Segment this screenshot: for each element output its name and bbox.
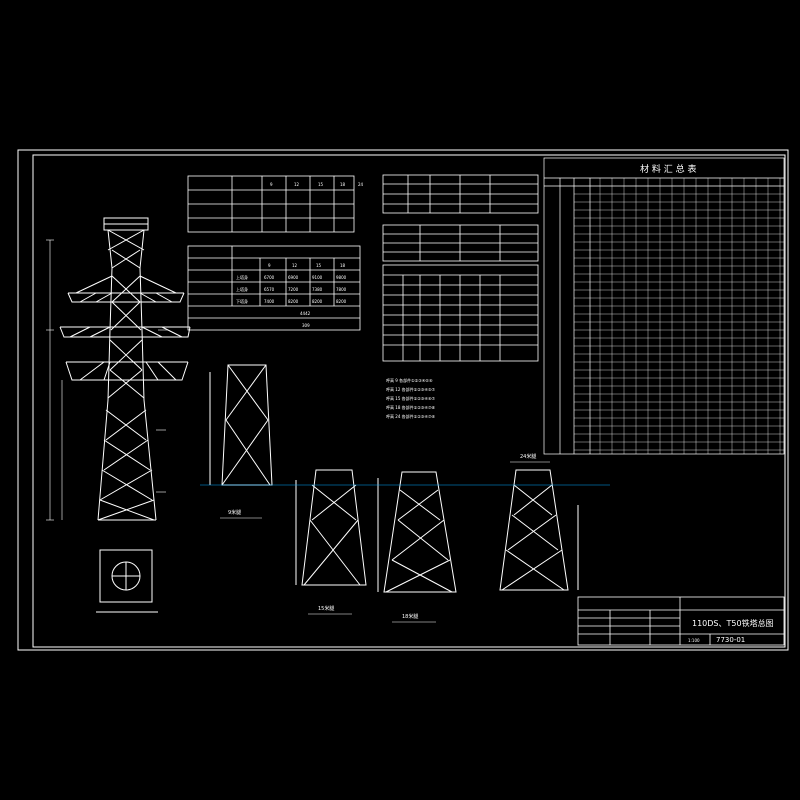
svg-text:下塔身: 下塔身 bbox=[236, 298, 248, 304]
inner-frame bbox=[32, 154, 786, 648]
leg-15m bbox=[295, 469, 367, 586]
svg-text:6900: 6900 bbox=[288, 275, 299, 280]
svg-text:18: 18 bbox=[340, 182, 346, 187]
svg-text:7800: 7800 bbox=[336, 287, 347, 292]
svg-text:9: 9 bbox=[268, 263, 271, 268]
material-table-title: 材 料 汇 总 表 bbox=[640, 163, 696, 175]
svg-text:15: 15 bbox=[316, 263, 322, 268]
svg-text:呼高 24 各部件①②③④⑦⑨: 呼高 24 各部件①②③④⑦⑨ bbox=[386, 413, 436, 419]
svg-text:呼高 18 各部件①②③④⑦⑧: 呼高 18 各部件①②③④⑦⑧ bbox=[386, 404, 436, 410]
leg-24m bbox=[499, 469, 579, 591]
svg-text:9800: 9800 bbox=[336, 275, 347, 280]
svg-text:上塔身: 上塔身 bbox=[236, 274, 248, 280]
svg-text:呼高 9 各部件①②③④⑤⑥: 呼高 9 各部件①②③④⑤⑥ bbox=[386, 377, 433, 383]
title-block bbox=[577, 596, 785, 646]
svg-text:9100: 9100 bbox=[312, 275, 323, 280]
leg-15m-label: 15米腿 bbox=[318, 605, 334, 612]
leg-18m-label: 18米腿 bbox=[402, 613, 418, 620]
height-table bbox=[187, 245, 361, 331]
svg-text:12: 12 bbox=[294, 182, 300, 187]
svg-text:呼高 15 各部件①②③④⑥⑦: 呼高 15 各部件①②③④⑥⑦ bbox=[386, 395, 436, 401]
main-tower-dimensions bbox=[46, 239, 168, 521]
svg-text:6570: 6570 bbox=[264, 287, 275, 292]
leg-18m bbox=[377, 471, 457, 593]
leg-24m-label: 24米腿 bbox=[520, 453, 536, 460]
main-tower bbox=[59, 217, 191, 521]
svg-text:7200: 7200 bbox=[288, 287, 299, 292]
svg-text:上塔身: 上塔身 bbox=[236, 286, 248, 292]
drawing-number: 7730-01 bbox=[716, 636, 745, 644]
middle-tables bbox=[382, 174, 539, 362]
svg-text:呼高 12 各部件①②③④⑤⑦: 呼高 12 各部件①②③④⑤⑦ bbox=[386, 386, 436, 392]
drawing-scale: 1:100 bbox=[688, 638, 700, 643]
svg-text:15: 15 bbox=[318, 182, 324, 187]
svg-text:8200: 8200 bbox=[288, 299, 299, 304]
svg-text:309: 309 bbox=[302, 323, 310, 328]
svg-text:4442: 4442 bbox=[300, 311, 311, 316]
svg-text:8200: 8200 bbox=[336, 299, 347, 304]
svg-text:24: 24 bbox=[358, 182, 364, 187]
svg-text:12: 12 bbox=[292, 263, 298, 268]
dimension-table bbox=[187, 175, 355, 233]
svg-text:6700: 6700 bbox=[264, 275, 275, 280]
material-rows bbox=[574, 178, 784, 454]
leg-9m-label: 9米腿 bbox=[228, 509, 241, 516]
drawing-title: 110DS、T50铁塔总图 bbox=[692, 618, 774, 628]
leg-9m bbox=[209, 364, 273, 486]
legend-notes: 呼高 9 各部件①②③④⑤⑥ 呼高 12 各部件①②③④⑤⑦ 呼高 15 各部件… bbox=[386, 377, 436, 419]
svg-text:18: 18 bbox=[340, 263, 346, 268]
svg-text:7380: 7380 bbox=[312, 287, 323, 292]
svg-text:7400: 7400 bbox=[264, 299, 275, 304]
foundation-plan bbox=[96, 549, 158, 613]
svg-text:9: 9 bbox=[270, 182, 273, 187]
outer-frame bbox=[17, 149, 789, 651]
svg-text:8200: 8200 bbox=[312, 299, 323, 304]
